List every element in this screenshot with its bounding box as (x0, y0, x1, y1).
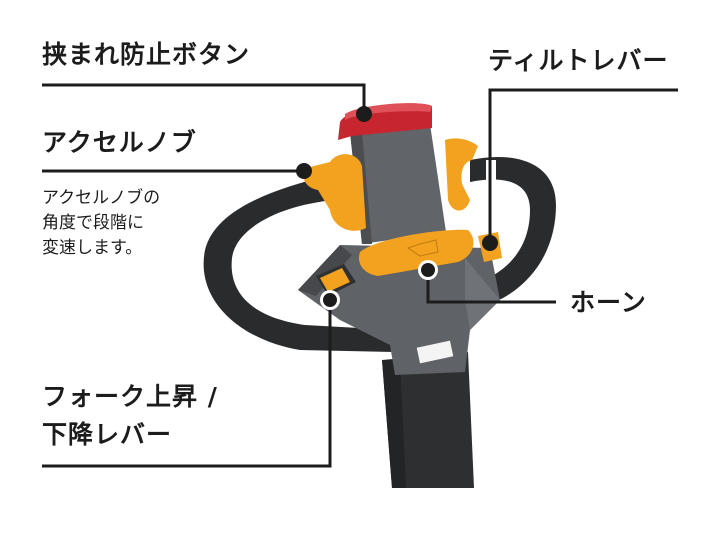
fork-lever-part (316, 264, 356, 296)
accelerator-knob-description: アクセルノブの 角度で段階に 変速します。 (42, 188, 161, 258)
callout-lines (42, 83, 678, 468)
stem (382, 352, 474, 488)
label-fork-lever-line1: フォーク上昇 / (42, 382, 218, 411)
label-pinch-prevention-button: 挟まれ防止ボタン (42, 40, 251, 69)
callout-dots (296, 106, 498, 310)
accelerator-knobs (303, 138, 478, 231)
label-fork-lever-line2: 下降レバー (42, 420, 173, 449)
horn-bar (358, 229, 474, 276)
label-tilt-lever: ティルトレバー (488, 46, 669, 75)
label-horn: ホーン (570, 288, 647, 317)
label-accelerator-knob: アクセルノブ (42, 128, 197, 157)
